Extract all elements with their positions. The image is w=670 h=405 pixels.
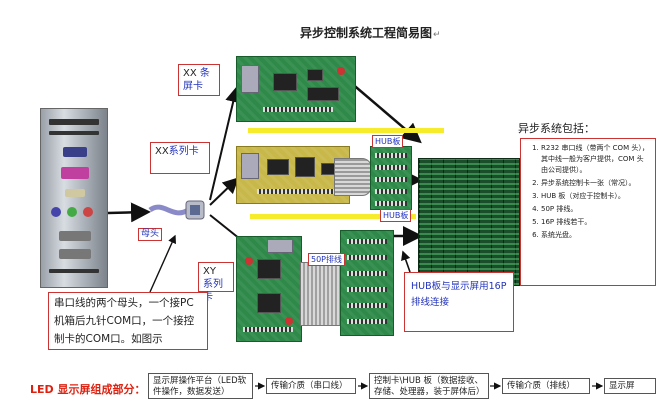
xx-bar-card-label: XX 条屏卡 [178,64,220,96]
led-components-label: LED 显示屏组成部分： [30,383,146,396]
title-text: 异步控制系统工程简易图 [300,26,433,40]
async-system-item: R232 串口线（带两个 COM 头），其中线一般为客户提供，COM 头由公司提… [541,143,650,176]
xx-bar-card-board-image [236,56,356,122]
pc-rear-panel-image [40,108,108,288]
page-title: 异步控制系统工程简易图↵ [300,24,441,41]
flow-step-software: 显示屏操作平台（LED软件操作，数据发送） [148,373,253,399]
hub-board-description: HUB板与显示屏用16P排线连接 [404,272,514,332]
async-system-item: 16P 排线若干。 [541,217,650,228]
async-system-list: R232 串口线（带两个 COM 头），其中线一般为客户提供，COM 头由公司提… [529,143,650,241]
highlight-bar [250,214,416,219]
flow-step-controller: 控制卡\HUB 板（数据接收、存储、处理器，装于屏体后） [369,373,489,399]
female-header-label: 母头 [138,228,163,241]
flow-step-ribbon: 传输介质（排线） [502,378,590,394]
led-screen-image [418,158,520,286]
flow-step-serial: 传输介质（串口线） [266,378,356,394]
hub-board-1-image [370,146,412,210]
async-system-item: 系统光盘。 [541,230,650,241]
xy-series-card-board-image [236,236,302,342]
async-system-list-box: R232 串口线（带两个 COM 头），其中线一般为客户提供，COM 头由公司提… [520,138,656,286]
hub-board-1-label: HUB板 [372,135,404,148]
async-system-item: 50P 排线。 [541,204,650,215]
serial-cable-description: 串口线的两个母头，一个接PC机箱后九针COM口，一个接控制卡的COM口。如图示 [48,292,208,350]
hub-board-2-label: HUB板 [380,209,412,222]
async-system-item: HUB 板（对应于控制卡）。 [541,191,650,202]
xx-series-card-board-image [236,146,350,204]
flow-step-screen: 显示屏 [604,378,656,394]
hub-board-2-image [340,230,394,336]
ribbon-50p-label: 50P排线 [308,253,346,266]
highlight-bar [248,128,444,133]
async-system-item: 异步系统控制卡一张（常况）。 [541,178,650,189]
paragraph-mark: ↵ [433,30,441,40]
xx-series-card-label: XX系列卡 [150,142,210,174]
serial-cable-image [148,200,205,220]
xy-series-card-label: XY 系列卡 [198,262,234,303]
async-system-title: 异步系统包括： [518,122,595,135]
ribbon-cable-image [334,158,372,196]
ribbon-50p-image [300,262,342,326]
